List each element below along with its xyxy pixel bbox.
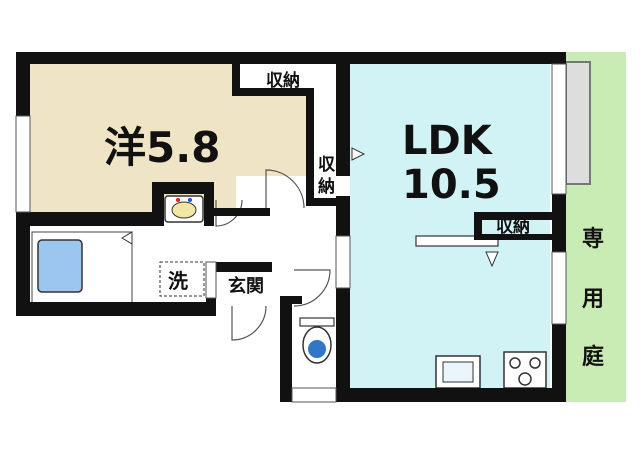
door-arc-western [265,169,305,209]
burner-1 [509,357,521,369]
toilet-bowl [308,340,326,358]
wall-storage-top-bottom [232,88,312,96]
wall-bottom-right [280,388,566,402]
wall-washroom-top [152,182,210,194]
window-ldk-right-bottom [551,251,567,325]
window-laundry [205,261,217,299]
wall-entrance-mid [216,262,272,272]
wall-storage-top-left [232,62,240,96]
door-arc-storage [215,199,243,227]
ldk-ceiling-arrow [485,251,499,268]
wall-ldk-storage-bottom [474,234,552,240]
burner-3 [518,372,532,386]
step-marker-storage [351,147,366,161]
window-entrance-side [335,235,351,289]
windows [15,63,567,403]
storage-side-label-2: 納 [318,176,335,197]
ldk-label: LDK [402,118,494,164]
storage-top-label: 収納 [266,70,300,91]
garden-label-2: 用 [582,287,604,312]
burner-2 [529,357,541,369]
entrance-label: 玄関 [228,275,264,297]
step-marker-bath [121,231,133,245]
door-arc-toilet [293,269,331,307]
wall-bottom-left [16,302,212,316]
wall-washroom-left [152,182,164,226]
kitchen-sink-basin [442,361,474,383]
wall-toilet-right [336,288,350,402]
wall-ldk-storage-left [474,212,482,240]
ldk-size-label: 10.5 [402,162,501,208]
wall-toilet-top [280,296,302,304]
wall-storage-side-bottom [306,198,342,206]
garden-label-3: 庭 [582,344,604,370]
faucet-hot [176,198,180,202]
wash-basin-bowl [171,201,197,219]
storage-side-label-1: 収 [318,155,336,175]
wall-storage-side [306,88,314,204]
stove [503,351,547,389]
window-western-left [15,115,31,213]
door-swings [215,169,331,341]
wall-washroom-right [204,182,214,226]
wall-ldk-storage-top [474,212,552,220]
window-toilet-bottom [291,387,337,403]
bathtub [37,239,83,293]
wall-corridor-top [210,208,270,216]
window-ldk-right-top [551,63,567,195]
laundry-label: 洗 [168,269,188,293]
laundry-area [159,261,205,297]
wall-western-bottom [28,212,152,226]
door-arc-entrance [231,305,267,341]
wall-ldk-left [336,52,350,176]
ldk-floor [350,62,550,394]
faucet-cold [188,198,192,202]
western-room-label: 洋5.8 [104,123,220,172]
garden-label-1: 専 [582,227,604,252]
ldk-counter [415,235,499,247]
wall-bottom-entrance [198,302,212,312]
western-room-floor-extension [236,92,308,176]
toilet-tank [299,317,335,327]
storage-ldk-label: 収納 [496,216,530,237]
garden-shed [565,61,591,185]
wall-top [16,52,564,64]
wall-toilet-left [280,296,292,402]
